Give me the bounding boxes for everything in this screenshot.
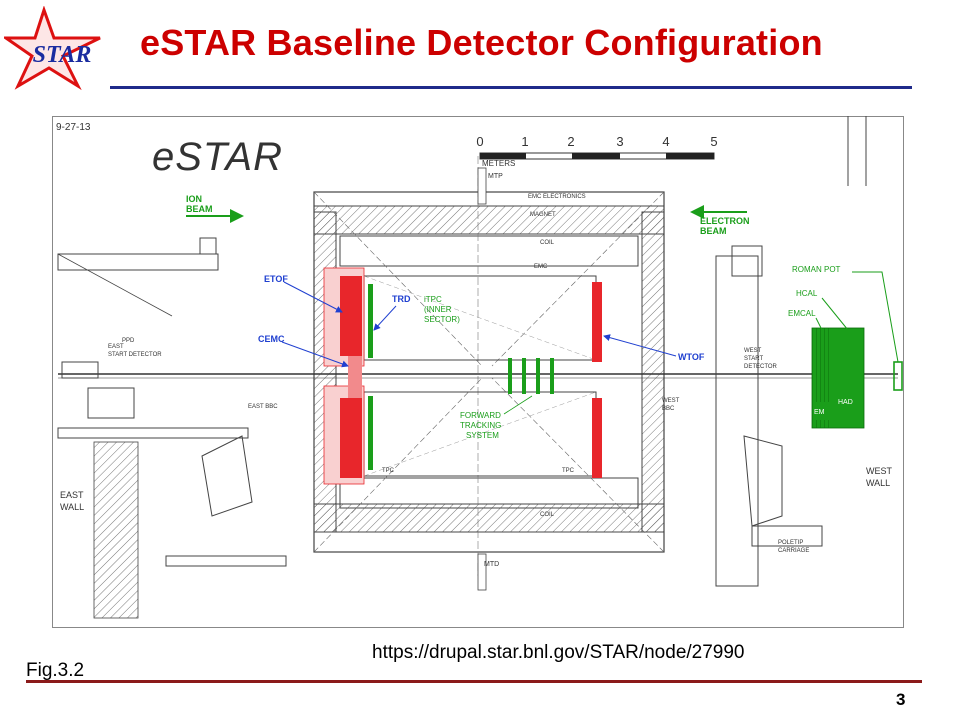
- scale-tick-0: 0: [476, 134, 483, 149]
- trd-label: TRD: [392, 294, 411, 304]
- fts-label-1: FORWARD: [460, 411, 501, 420]
- itpc-label-2: (INNER: [424, 305, 452, 314]
- slide-title: eSTAR Baseline Detector Configuration: [140, 22, 823, 63]
- ion-beam-label-1: ION: [186, 194, 202, 204]
- scale-label: METERS: [482, 159, 515, 168]
- scale-tick-5: 5: [710, 134, 717, 149]
- fts-label-2: TRACKING: [460, 421, 501, 430]
- electron-beam-label-2: BEAM: [700, 226, 727, 236]
- tpc-left-label: TPC: [382, 468, 395, 474]
- page-number: 3: [896, 690, 906, 709]
- forward-tracking-system: [508, 358, 554, 394]
- emc-label: EMC: [534, 264, 548, 270]
- electron-beam-arrow: ELECTRON BEAM: [690, 205, 750, 236]
- east-bbc-label: EAST BBC: [248, 404, 278, 410]
- trd-detector: [368, 284, 373, 470]
- star-logo-shape: [4, 6, 101, 91]
- wtof-detector: [592, 282, 602, 478]
- drawing-date: 9-27-13: [56, 122, 91, 133]
- etof-label: ETOF: [264, 274, 288, 284]
- footer-divider: [26, 680, 922, 683]
- ppd-label: PPD: [122, 338, 135, 344]
- star-logo: STAR: [4, 6, 101, 91]
- east-start-label-2: START DETECTOR: [108, 352, 162, 358]
- hcal-label: HCAL: [796, 289, 818, 298]
- scale-tick-1: 1: [521, 134, 528, 149]
- drawing-name: eSTAR: [152, 135, 283, 179]
- west-start-label-3: DETECTOR: [744, 364, 778, 370]
- east-platform: [57, 237, 287, 619]
- polepip-label-1: POLETIP: [778, 540, 803, 546]
- west-bbc-label-2: BBC: [662, 406, 675, 412]
- electron-beam-label-1: ELECTRON: [700, 216, 750, 226]
- had-label: HAD: [838, 399, 853, 406]
- detector-diagram: 9-27-13 eSTAR 0 1 2 3 4 5 METERS ION BEA…: [52, 116, 904, 628]
- emcal-label: EMCAL: [788, 309, 816, 318]
- magnet-label: MAGNET: [530, 212, 556, 218]
- scale-tick-2: 2: [567, 134, 574, 149]
- title-divider: [110, 86, 912, 89]
- east-start-label-1: EAST: [108, 344, 124, 350]
- mtp-label: MTP: [488, 173, 503, 180]
- ion-beam-label-2: BEAM: [186, 204, 213, 214]
- west-wall-label-2: WALL: [866, 478, 890, 488]
- source-url[interactable]: https://drupal.star.bnl.gov/STAR/node/27…: [372, 642, 745, 663]
- forward-calorimeter: [811, 327, 865, 429]
- star-logo-text: STAR: [33, 42, 92, 68]
- itpc-label-3: SECTOR): [424, 315, 460, 324]
- emc-electronics-label: EMC ELECTRONICS: [528, 194, 586, 200]
- west-platform: [715, 116, 867, 587]
- em-label: EM: [814, 409, 825, 416]
- magnet-yoke: [313, 156, 665, 591]
- east-wall-label-2: WALL: [60, 502, 84, 512]
- cemc-label: CEMC: [258, 334, 285, 344]
- west-start-label-2: START: [744, 356, 763, 362]
- figure-label: Fig.3.2: [26, 660, 85, 681]
- east-wall-label-1: EAST: [60, 490, 84, 500]
- ion-beam-arrow: ION BEAM: [186, 194, 244, 223]
- scale-tick-3: 3: [616, 134, 623, 149]
- etof-cemc-detector: [323, 267, 365, 485]
- fts-label-3: SYSTEM: [466, 431, 499, 440]
- west-bbc-label-1: WEST: [662, 398, 680, 404]
- west-start-label-1: WEST: [744, 348, 762, 354]
- scale-tick-4: 4: [662, 134, 669, 149]
- wtof-label: WTOF: [678, 352, 705, 362]
- meter-scale: 0 1 2 3 4 5 METERS: [476, 134, 717, 168]
- coil-bottom-label: COIL: [540, 512, 555, 518]
- west-wall-label-1: WEST: [866, 466, 893, 476]
- itpc-label-1: iTPC: [424, 295, 442, 304]
- roman-pot-label: ROMAN POT: [792, 265, 841, 274]
- coil-top-label: COIL: [540, 240, 555, 246]
- mtd-label: MTD: [484, 561, 499, 568]
- polepip-label-2: CARRIAGE: [778, 548, 809, 554]
- tpc-right-label: TPC: [562, 468, 575, 474]
